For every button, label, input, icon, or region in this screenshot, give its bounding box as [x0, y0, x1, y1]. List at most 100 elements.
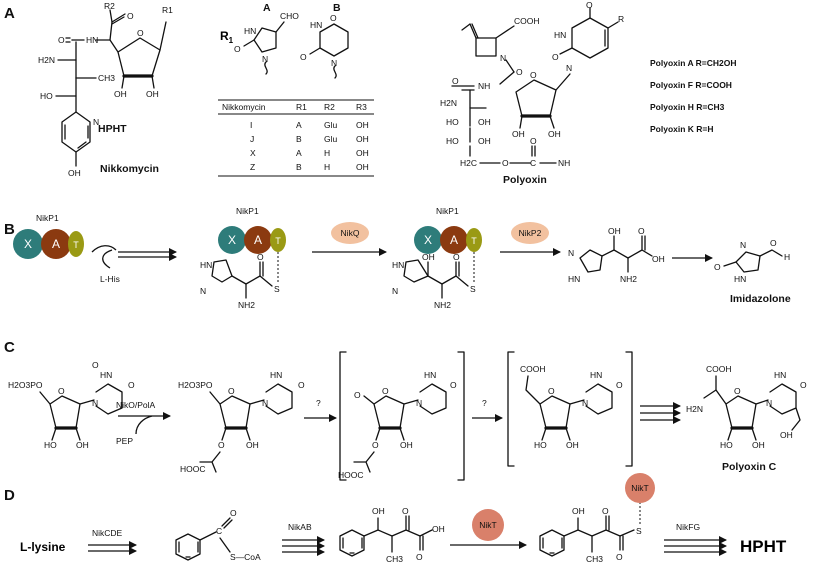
- polyoxin-c: C: [530, 158, 536, 168]
- polyoxin-h2c: H2C: [460, 158, 477, 168]
- c1-hn: HN: [100, 370, 112, 380]
- keto-oh: OH: [372, 506, 385, 516]
- amino-2: NH2: [434, 300, 451, 310]
- c2-hoooc: HOOC: [180, 464, 206, 474]
- imid-hn-1: HN: [200, 260, 212, 270]
- carbonyl-o-2: O: [453, 252, 460, 262]
- free-imid-hn: HN: [568, 274, 580, 284]
- c1-ho: HO: [44, 440, 57, 450]
- keto-o1: O: [402, 506, 409, 516]
- table-cell-3-0: Z: [250, 162, 255, 172]
- r1-options: R1 A B HN CHO O N HN O O N: [220, 2, 349, 79]
- domain-a-1: A: [52, 237, 60, 251]
- c1-o1: O: [128, 380, 135, 390]
- polyoxin-o3: O: [502, 158, 509, 168]
- free-nh2: NH2: [620, 274, 637, 284]
- table-cell-0-1: A: [296, 120, 302, 130]
- domain-t-2: T: [275, 236, 281, 246]
- c2-hn: HN: [270, 370, 282, 380]
- nik-pyridine-n: N: [93, 117, 99, 127]
- optA-hn: HN: [244, 26, 256, 36]
- benzoyl-o: O: [230, 508, 237, 518]
- pc-n: N: [766, 398, 772, 408]
- table-header-1: R1: [296, 102, 307, 112]
- domain-a-3: A: [450, 233, 458, 247]
- nik-oh-2: OH: [146, 89, 159, 99]
- polyoxin-variant-h: Polyoxin H R=CH3: [650, 102, 725, 112]
- c3-o-ether: O: [372, 440, 379, 450]
- nikkomycin-label: Nikkomycin: [100, 163, 159, 175]
- nik-amide-n: HN: [86, 35, 98, 45]
- amino-1: NH2: [238, 300, 255, 310]
- question-1: ?: [316, 398, 321, 408]
- polyoxin-uracil-hn: HN: [554, 30, 566, 40]
- polyoxin-oh2: OH: [478, 136, 491, 146]
- table-cell-3-1: B: [296, 162, 302, 172]
- c4-hn: HN: [590, 370, 602, 380]
- table-cell-2-1: A: [296, 148, 302, 158]
- table-cell-3-3: OH: [356, 162, 369, 172]
- azetidine-n: N: [500, 53, 506, 63]
- c3-ring-o: O: [382, 386, 389, 396]
- polyoxin-uracil-o2: O: [552, 52, 559, 62]
- polyoxin-o2: O: [452, 76, 459, 86]
- thio-s: S: [636, 526, 642, 536]
- pc-cooh: COOH: [706, 364, 732, 374]
- pc-ring-o: O: [734, 386, 741, 396]
- polyoxin-oh3: OH: [512, 129, 525, 139]
- optB-o-top: O: [330, 13, 337, 23]
- c4-cooh: COOH: [520, 364, 546, 374]
- domain-x-1: X: [24, 237, 32, 251]
- imidazolone-hn: HN: [734, 274, 746, 284]
- c2-oh: OH: [246, 440, 259, 450]
- question-2: ?: [482, 398, 487, 408]
- c1-o2: O: [92, 360, 99, 370]
- panel-c: H2O3PO O HO OH N HN O O PEP NikO/PolA H2…: [8, 351, 807, 481]
- polyoxin-o1: O: [516, 67, 523, 77]
- pc-hn: HN: [774, 370, 786, 380]
- carbonyl-o-1: O: [257, 252, 264, 262]
- nik-amide-o: O: [58, 35, 65, 45]
- table-header-0: Nikkomycin: [222, 102, 266, 112]
- c3-n: N: [416, 398, 422, 408]
- imidazolone-n: N: [740, 240, 746, 250]
- nik-r1: R1: [162, 5, 173, 15]
- benzoyl-c: C: [216, 526, 222, 536]
- free-oh: OH: [608, 226, 621, 236]
- nikopola-label: NikO/PolA: [116, 400, 156, 410]
- pc-oh: OH: [752, 440, 765, 450]
- polyoxin-variant-k: Polyoxin K R=H: [650, 124, 714, 134]
- c1-oh: OH: [76, 440, 89, 450]
- polyoxin-o4: O: [530, 136, 537, 146]
- imid-hn-2: HN: [392, 260, 404, 270]
- table-cell-2-0: X: [250, 148, 256, 158]
- imid-n-1: N: [200, 286, 206, 296]
- hydroxy-2: OH: [422, 252, 435, 262]
- optB-o: O: [300, 52, 307, 62]
- c3-oh: OH: [400, 440, 413, 450]
- hpht-label: HPHT: [98, 123, 127, 135]
- nikfg-label: NikFG: [676, 522, 700, 532]
- table-header-3: R3: [356, 102, 367, 112]
- thio-ch3: CH3: [586, 554, 603, 564]
- nikp1-label-3: NikP1: [436, 206, 459, 216]
- imidazolone-o: O: [714, 262, 721, 272]
- pc-hydroxymethyl: OH: [780, 430, 793, 440]
- c2-phosphate: H2O3PO: [178, 380, 213, 390]
- table-cell-2-2: H: [324, 148, 330, 158]
- c4-n: N: [582, 398, 588, 408]
- optA-o: O: [234, 44, 241, 54]
- nikq-label: NikQ: [341, 228, 360, 238]
- ring-oxygen: O: [137, 28, 144, 38]
- nikab-label: NikAB: [288, 522, 312, 532]
- c4-ho: HO: [534, 440, 547, 450]
- panel-label-d: D: [4, 487, 15, 504]
- optA-n: N: [262, 54, 268, 64]
- thioester-s-2: S: [470, 284, 476, 294]
- c4-ring-o: O: [548, 386, 555, 396]
- polyoxin-oh1: OH: [478, 117, 491, 127]
- table-cell-1-3: OH: [356, 134, 369, 144]
- thio-o1: O: [602, 506, 609, 516]
